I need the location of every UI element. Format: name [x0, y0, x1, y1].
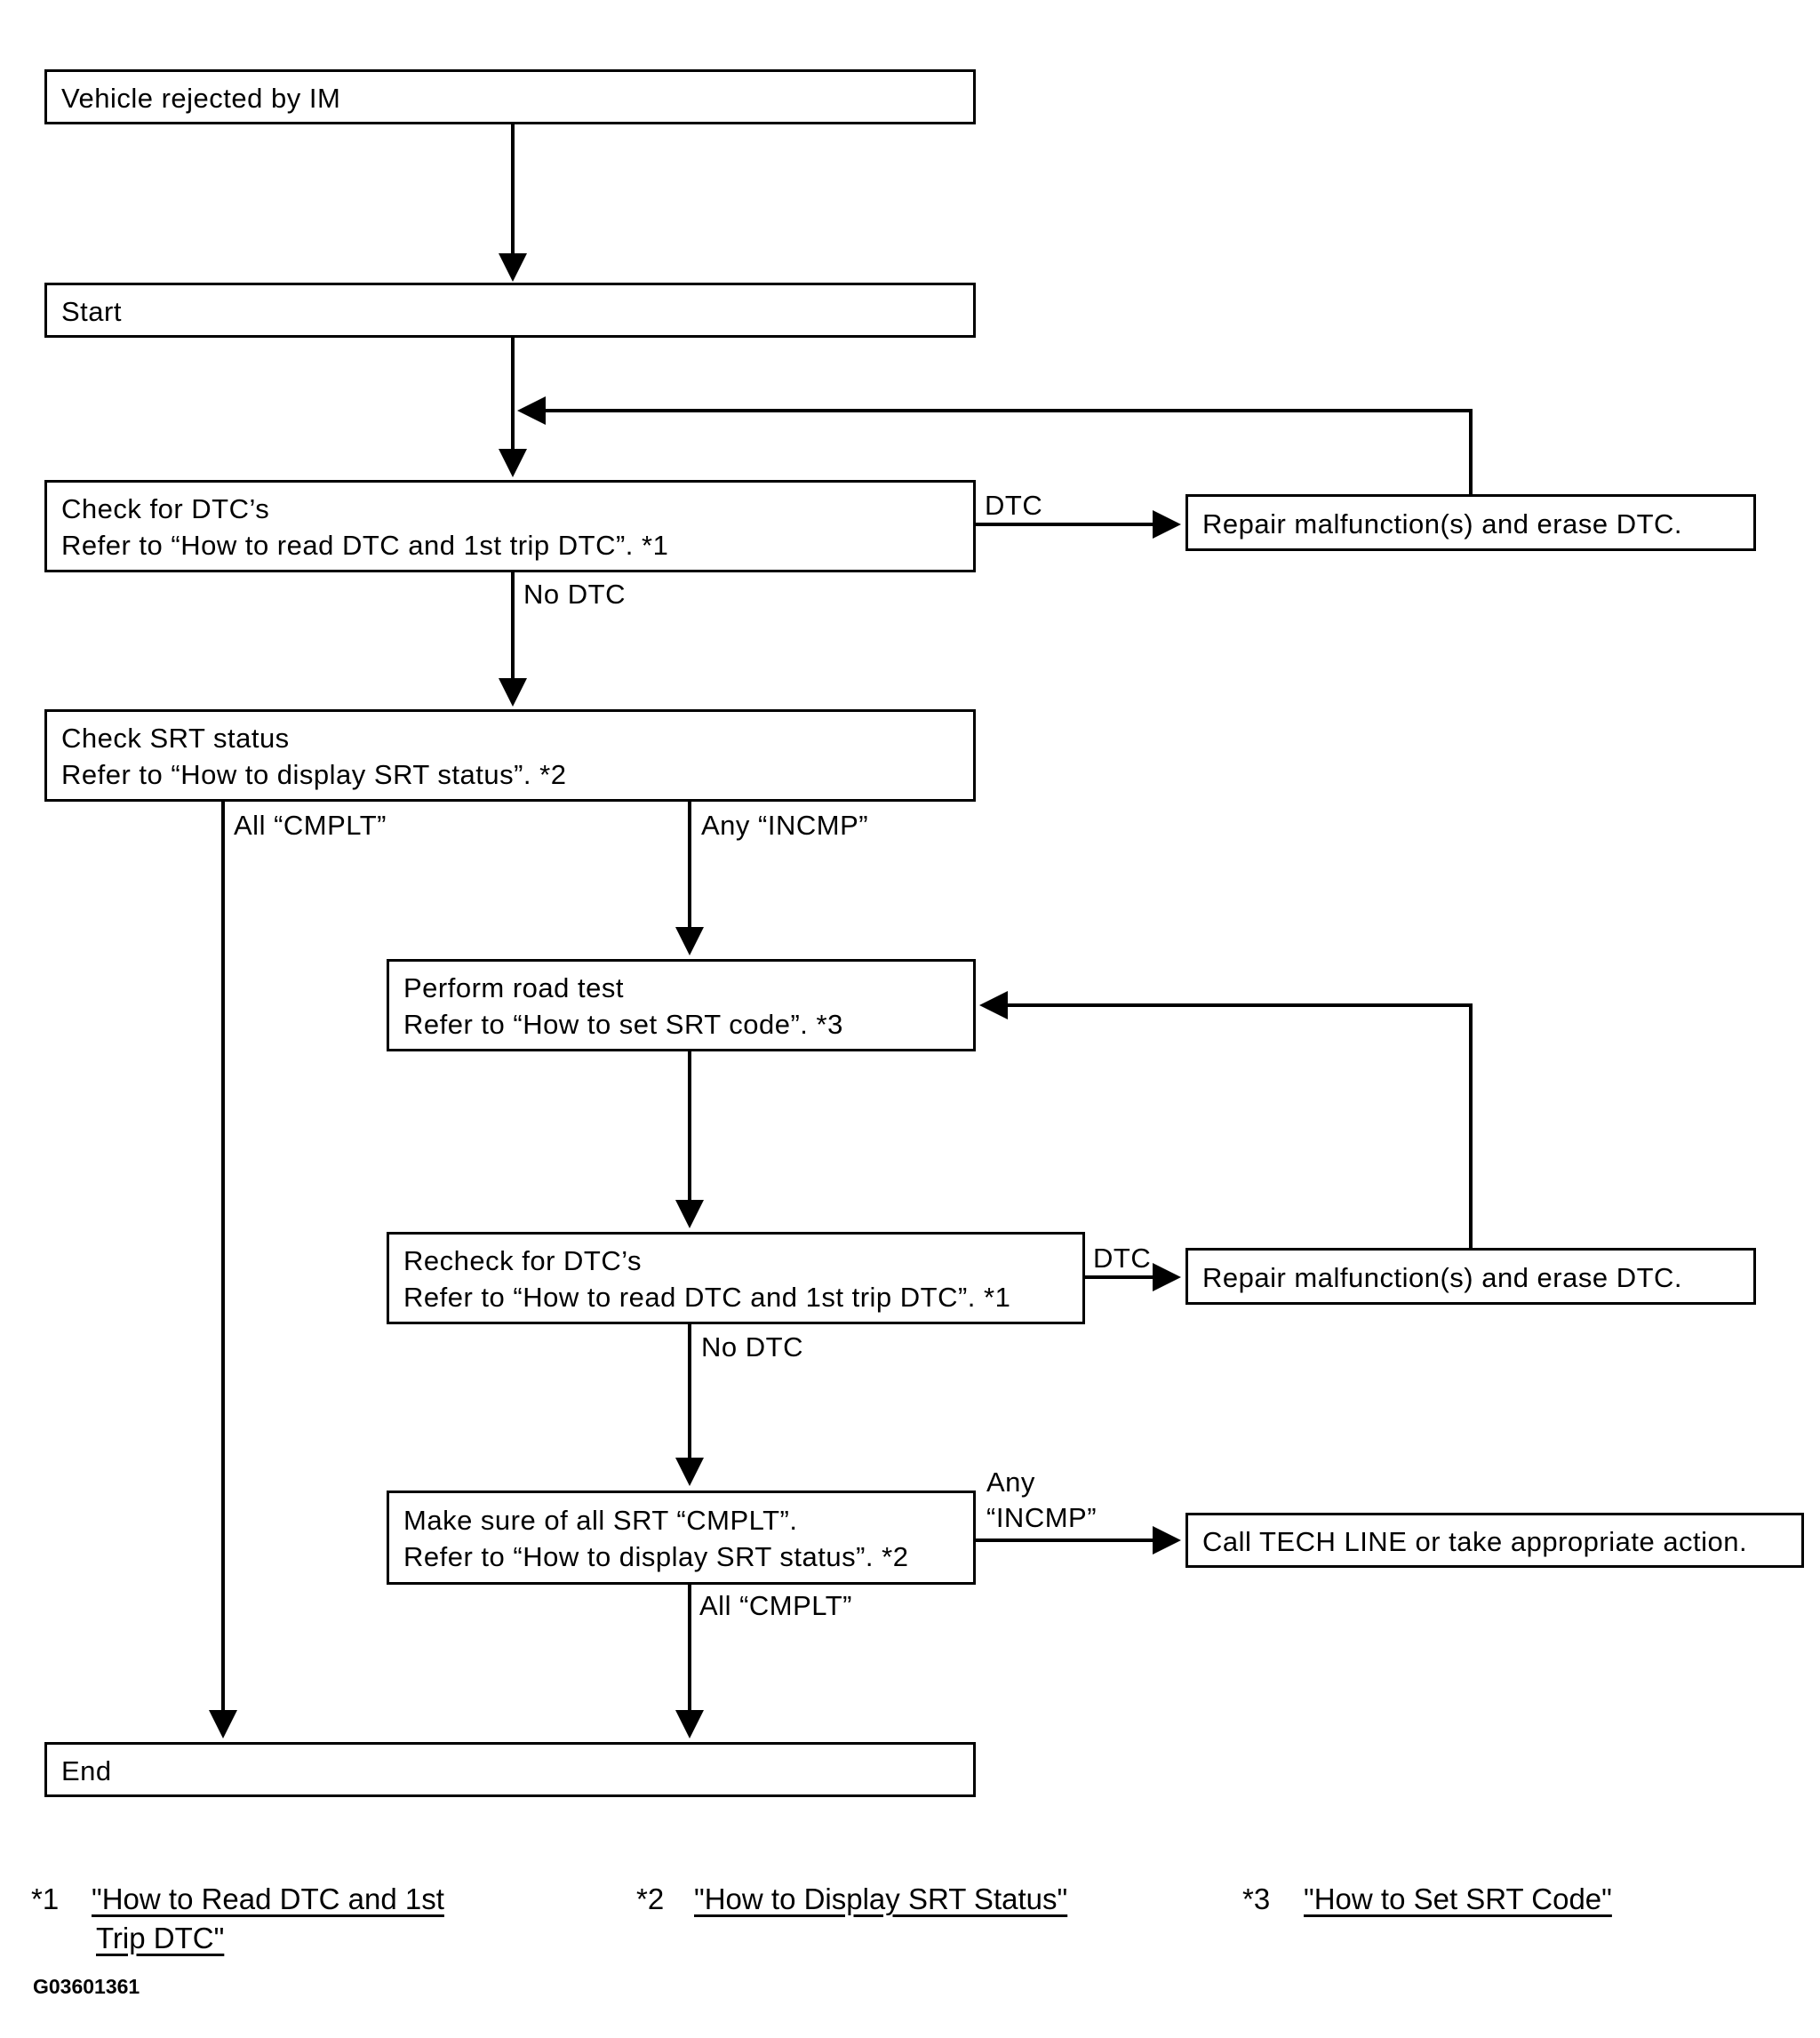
footnote-link-1[interactable]: "How to Read DTC and 1st Trip DTC" — [92, 1880, 444, 1958]
box-text-line-1: Check SRT status — [61, 723, 290, 754]
footnote-link-text-line-2[interactable]: Trip DTC" — [96, 1922, 225, 1954]
footnote-link-2[interactable]: "How to Display SRT Status" — [694, 1880, 1067, 1919]
box-text-line-1: Make sure of all SRT “CMPLT”. — [403, 1505, 798, 1536]
box-text-line-2: Refer to “How to display SRT status”. *2 — [61, 759, 567, 790]
box-check-srt-status: Check SRT status Refer to “How to displa… — [44, 709, 976, 802]
arrow-repair2-loop-back — [979, 991, 1473, 1248]
edge-label-no-dtc-1: No DTC — [523, 579, 626, 610]
edge-label-all-cmplt-2: All “CMPLT” — [699, 1590, 852, 1621]
box-text-line-2: Refer to “How to set SRT code”. *3 — [403, 1009, 843, 1040]
box-text-line-1: Check for DTC’s — [61, 493, 270, 524]
edge-label-any-incmp-1: Any “INCMP” — [701, 810, 869, 841]
edge-label-dtc-1: DTC — [985, 490, 1043, 521]
footnote-link-text[interactable]: "How to Set SRT Code" — [1304, 1882, 1612, 1915]
edge-label-no-dtc-2: No DTC — [701, 1331, 803, 1363]
box-text: Vehicle rejected by IM — [61, 83, 341, 114]
footnote-link-text[interactable]: "How to Display SRT Status" — [694, 1882, 1068, 1915]
box-repair-malfunction-2: Repair malfunction(s) and erase DTC. — [1185, 1248, 1756, 1305]
edge-label-dtc-2: DTC — [1093, 1243, 1152, 1274]
footnote-marker-1: *1 — [31, 1882, 60, 1915]
box-repair-malfunction-1: Repair malfunction(s) and erase DTC. — [1185, 494, 1756, 551]
box-start: Start — [44, 283, 976, 338]
arrow-repair1-loop-back — [517, 396, 1473, 494]
figure-code: G03601361 — [33, 1975, 140, 1998]
box-call-tech-line: Call TECH LINE or take appropriate actio… — [1185, 1513, 1804, 1568]
box-recheck-dtc: Recheck for DTC’s Refer to “How to read … — [387, 1232, 1085, 1324]
box-text-line-2: Refer to “How to display SRT status”. *2 — [403, 1541, 909, 1572]
box-text: Start — [61, 296, 122, 327]
box-text-line-2: Refer to “How to read DTC and 1st trip D… — [403, 1282, 1011, 1313]
box-text: Call TECH LINE or take appropriate actio… — [1202, 1526, 1748, 1557]
box-make-sure-srt-cmplt: Make sure of all SRT “CMPLT”. Refer to “… — [387, 1491, 976, 1585]
edge-label-all-cmplt-1: All “CMPLT” — [234, 810, 387, 841]
footnote-marker-3: *3 — [1242, 1882, 1271, 1915]
box-text: End — [61, 1755, 112, 1786]
box-text-line-1: Recheck for DTC’s — [403, 1245, 643, 1276]
box-vehicle-rejected: Vehicle rejected by IM — [44, 69, 976, 124]
edge-label-line-1: Any — [986, 1467, 1035, 1498]
box-text-line-2: Refer to “How to read DTC and 1st trip D… — [61, 530, 669, 561]
footnote-link-text-line-1[interactable]: "How to Read DTC and 1st — [92, 1882, 444, 1915]
footnote-link-3[interactable]: "How to Set SRT Code" — [1304, 1880, 1612, 1919]
box-check-dtc: Check for DTC’s Refer to “How to read DT… — [44, 480, 976, 572]
edge-label-any-incmp-2: Any “INCMP” — [986, 1465, 1097, 1536]
box-text: Repair malfunction(s) and erase DTC. — [1202, 508, 1683, 539]
box-end: End — [44, 1742, 976, 1797]
box-text: Repair malfunction(s) and erase DTC. — [1202, 1262, 1683, 1293]
edge-label-line-2: “INCMP” — [986, 1502, 1098, 1533]
box-text-line-1: Perform road test — [403, 972, 624, 1003]
footnote-marker-2: *2 — [636, 1882, 665, 1915]
box-perform-road-test: Perform road test Refer to “How to set S… — [387, 959, 976, 1051]
